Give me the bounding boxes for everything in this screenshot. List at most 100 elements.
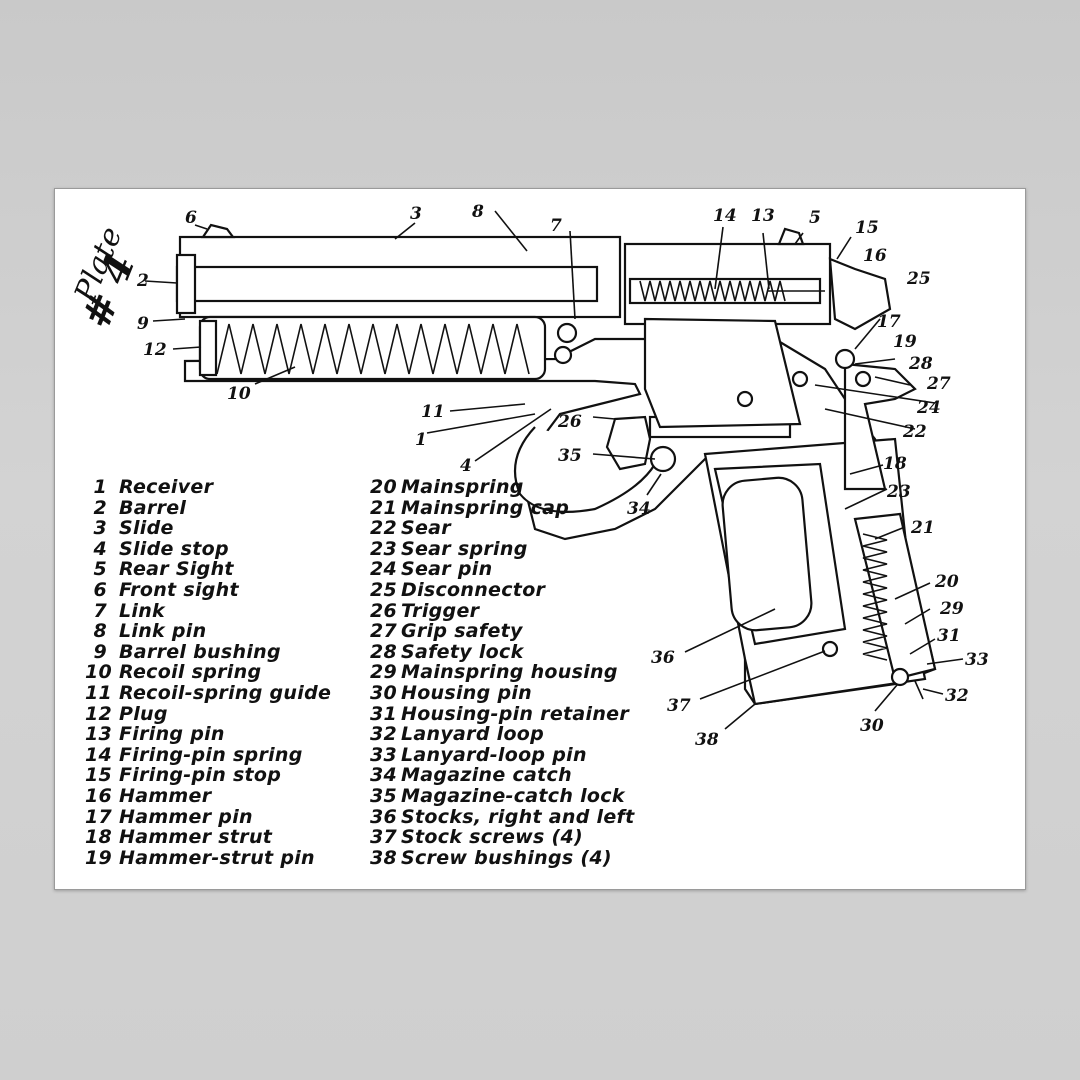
front-sight xyxy=(200,223,236,239)
legend-part-name: Hammer pin xyxy=(119,805,253,828)
legend-part-name: Recoil spring xyxy=(119,661,262,684)
legend-number: 32 xyxy=(369,723,397,746)
callout-4: 4 xyxy=(460,456,472,476)
legend-number: 28 xyxy=(369,640,397,663)
legend-number: 20 xyxy=(369,476,397,498)
legend-number: 36 xyxy=(369,805,397,828)
barrel-muzzle xyxy=(175,253,197,315)
trigger-guard xyxy=(513,426,656,513)
callout-14: 14 xyxy=(713,206,737,226)
callout-38: 38 xyxy=(695,730,719,750)
legend-number: 12 xyxy=(85,702,113,725)
legend-number: 27 xyxy=(369,620,397,643)
legend-number: 10 xyxy=(85,661,113,684)
legend-number: 2 xyxy=(93,496,107,519)
legend-number: 35 xyxy=(369,785,397,807)
legend-number: 9 xyxy=(93,640,107,663)
legend-item: 13 Firing pin xyxy=(85,723,225,745)
callout-18: 18 xyxy=(883,454,907,474)
callout-30: 30 xyxy=(860,716,884,736)
legend-number: 23 xyxy=(369,537,397,560)
callout-3: 3 xyxy=(410,204,422,224)
legend-number: 19 xyxy=(85,846,113,869)
legend-item: 5 Rear Sight xyxy=(85,558,234,580)
legend-part-name: Plug xyxy=(119,702,168,725)
legend-part-name: Receiver xyxy=(119,476,214,498)
legend-part-name: Rear Sight xyxy=(119,558,234,581)
legend-number: 4 xyxy=(93,537,107,560)
callout-1: 1 xyxy=(415,430,427,450)
legend-number: 26 xyxy=(369,599,397,622)
legend-part-name: Firing pin xyxy=(119,723,225,746)
legend-part-name: Sear pin xyxy=(401,558,493,581)
legend-part-name: Hammer xyxy=(119,785,212,807)
legend-part-name: Stocks, right and left xyxy=(401,805,635,828)
safety-lock-pin xyxy=(854,370,872,388)
legend-number: 33 xyxy=(369,743,397,766)
legend-item: 17 Hammer pin xyxy=(85,806,253,828)
legend-part-name: Mainspring housing xyxy=(401,661,618,684)
callout-2: 2 xyxy=(136,271,149,291)
callout-28: 28 xyxy=(908,354,933,374)
legend-part-name: Magazine-catch lock xyxy=(401,785,625,807)
legend-number: 25 xyxy=(369,579,397,601)
legend-number: 29 xyxy=(369,661,397,684)
legend-item: 12 Plug xyxy=(85,703,168,725)
stock-screw-upper xyxy=(736,390,754,408)
pistol-drawing xyxy=(175,223,937,706)
callout-9: 9 xyxy=(137,314,149,334)
sear-pin xyxy=(791,370,809,388)
callout-13: 13 xyxy=(751,206,775,226)
legend-number: 34 xyxy=(369,764,397,787)
legend-number: 24 xyxy=(369,558,397,581)
callout-35: 35 xyxy=(558,446,582,466)
leader-lines xyxy=(144,210,964,730)
legend-part-name: Lanyard-loop pin xyxy=(401,743,587,766)
legend-part-name: Link xyxy=(119,599,165,622)
link-pin xyxy=(556,322,578,344)
legend-part-name: Lanyard loop xyxy=(401,723,545,746)
hammer-pin xyxy=(834,348,856,370)
legend-number: 13 xyxy=(85,723,113,746)
legend-number: 1 xyxy=(93,476,107,498)
callout-34: 34 xyxy=(627,499,651,519)
recoil-plug xyxy=(198,319,218,377)
legend-number: 5 xyxy=(93,558,107,581)
callout-33: 33 xyxy=(965,650,989,670)
legend-part-name: Sear xyxy=(401,517,451,540)
legend-number: 17 xyxy=(85,805,113,828)
legend-item: 1 Receiver xyxy=(85,476,213,498)
callout-20: 20 xyxy=(934,572,959,592)
legend-part-name: Trigger xyxy=(401,599,480,622)
legend-number: 18 xyxy=(85,826,113,849)
callout-19: 19 xyxy=(893,332,917,352)
grip-safety xyxy=(843,362,917,491)
diagram-poster: Plate # 4 xyxy=(54,188,1026,890)
legend-part-name: Front sight xyxy=(119,579,239,601)
legend-part-name: Stock screws (4) xyxy=(401,826,584,849)
legend-part-name: Mainspring cap xyxy=(401,496,570,519)
legend-number: 37 xyxy=(369,826,397,849)
legend-part-name: Magazine catch xyxy=(401,764,572,787)
callout-17: 17 xyxy=(877,312,901,332)
